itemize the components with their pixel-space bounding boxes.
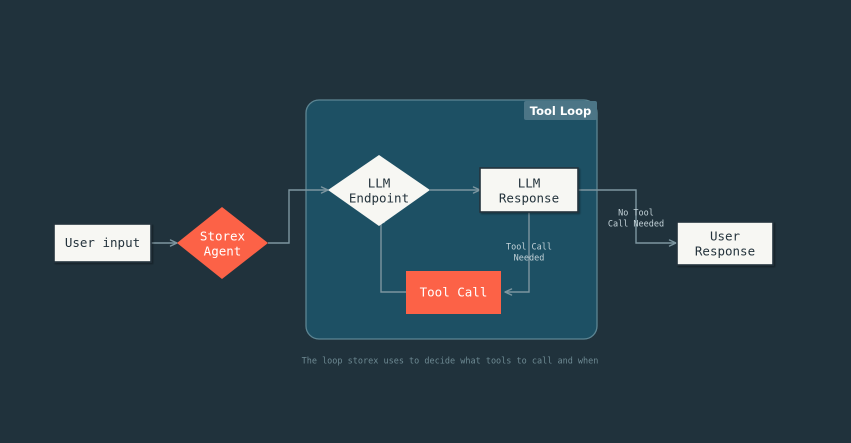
llm-endpoint-diamond[interactable] xyxy=(328,155,430,226)
svg-text:No Tool: No Tool xyxy=(618,209,654,219)
llm-response-label-line2: Response xyxy=(499,191,559,206)
svg-text:Tool Call: Tool Call xyxy=(506,243,552,253)
tool-loop-badge xyxy=(524,101,597,120)
node-user-response[interactable]: User Response xyxy=(676,221,774,266)
tool-loop-label: Tool Loop xyxy=(530,104,591,118)
storex-agent-label-line2: Agent xyxy=(204,244,242,259)
edge-llm-response-to-user-response xyxy=(578,189,677,247)
edge-tool-call-to-llm-endpoint xyxy=(377,215,406,293)
llm-response-label-line1: LLM xyxy=(518,176,541,191)
edge-label-tool-call-needed: Tool Call Needed xyxy=(506,243,552,264)
storex-agent-label-line1: Storex xyxy=(200,229,246,244)
svg-text:Call Needed: Call Needed xyxy=(608,220,664,230)
tool-call-box[interactable] xyxy=(406,271,501,314)
node-tool-call[interactable]: Tool Call xyxy=(406,271,501,314)
edge-llm-response-to-tool-call xyxy=(504,212,530,296)
node-llm-endpoint[interactable]: LLM Endpoint xyxy=(328,155,430,226)
edge-storex-to-llm-endpoint xyxy=(268,186,329,244)
llm-response-box[interactable] xyxy=(479,167,579,213)
node-llm-response[interactable]: LLM Response xyxy=(479,167,579,213)
user-input-label: User input xyxy=(65,235,140,250)
diagram-caption: The loop storex uses to decide what tool… xyxy=(302,357,599,367)
user-response-label-line2: Response xyxy=(695,244,755,259)
user-response-box[interactable] xyxy=(676,221,774,266)
user-input-box[interactable] xyxy=(53,223,152,263)
storex-agent-diamond[interactable] xyxy=(177,207,268,279)
node-user-input[interactable]: User input xyxy=(53,223,152,263)
edge-label-no-tool-call-needed: No Tool Call Needed xyxy=(608,209,664,230)
node-storex-agent[interactable]: Storex Agent xyxy=(177,207,268,279)
llm-endpoint-label-line2: Endpoint xyxy=(349,191,409,206)
user-response-label-line1: User xyxy=(710,229,741,244)
tool-call-label: Tool Call xyxy=(420,285,488,300)
llm-endpoint-label-line1: LLM xyxy=(368,176,391,191)
svg-text:Needed: Needed xyxy=(514,254,545,264)
